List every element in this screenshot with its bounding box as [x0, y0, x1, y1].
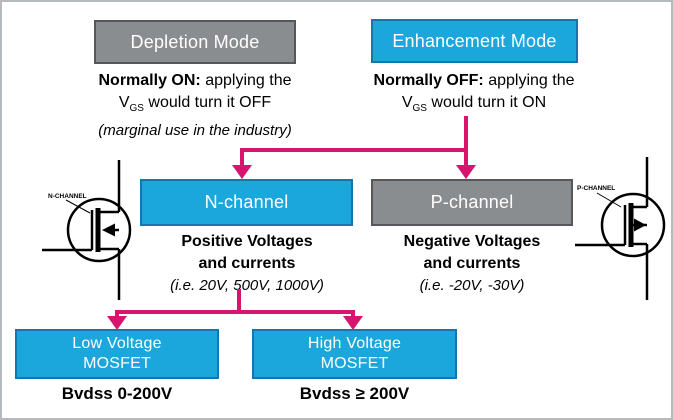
p-channel-box: P-channel [371, 179, 573, 226]
p-channel-line2: and currents [423, 255, 521, 272]
depletion-line2: VGS would turn it OFF [118, 94, 272, 115]
connector1-right-arrowhead-icon [456, 165, 476, 179]
connector2-left-arrowhead-icon [107, 316, 127, 330]
n-channel-description: Positive Voltages and currents (i.e. 20V… [122, 231, 372, 297]
connector1-stem [464, 116, 468, 152]
connector1-left-drop [240, 148, 244, 166]
p-channel-label: P-channel [430, 192, 514, 212]
low-voltage-mosfet-box: Low Voltage MOSFET [15, 329, 219, 379]
depletion-line1: Normally ON: applying the [98, 72, 292, 89]
high-voltage-label-line2: MOSFET [320, 355, 389, 372]
high-voltage-mosfet-box: High Voltage MOSFET [252, 329, 457, 379]
low-voltage-label-line1: Low Voltage [72, 335, 162, 352]
enhancement-line2: VGS would turn it ON [401, 94, 547, 115]
n-channel-symbol-label: N-CHANNEL [48, 193, 87, 200]
p-channel-description: Negative Voltages and currents (i.e. -20… [347, 231, 597, 297]
connector1-right-drop [464, 148, 468, 166]
n-channel-line3: (i.e. 20V, 500V, 1000V) [170, 277, 324, 294]
connector2-right-arrowhead-icon [343, 316, 363, 330]
n-channel-label: N-channel [204, 192, 289, 212]
p-channel-mosfet-symbol-icon: P-CHANNEL [575, 157, 666, 300]
n-channel-line1: Positive Voltages [181, 233, 313, 250]
enhancement-line1: Normally OFF: applying the [373, 72, 575, 89]
connector2-left-drop [115, 310, 119, 318]
connector2-stem [237, 289, 241, 314]
depletion-mode-box: Depletion Mode [94, 20, 296, 64]
p-channel-line1: Negative Voltages [403, 233, 541, 250]
n-channel-box: N-channel [140, 179, 353, 226]
n-channel-line2: and currents [198, 255, 296, 272]
depletion-description: Normally ON: applying the VGS would turn… [60, 70, 330, 142]
low-voltage-caption: Bvdss 0-200V [61, 384, 173, 403]
high-voltage-label-line1: High Voltage [307, 335, 402, 352]
depletion-mode-label: Depletion Mode [130, 31, 260, 52]
enhancement-description: Normally OFF: applying the VGS would tur… [344, 70, 604, 120]
connector1-left-arrowhead-icon [232, 165, 252, 179]
connector1-horizontal [240, 148, 468, 152]
depletion-line3: (marginal use in the industry) [98, 122, 292, 140]
connector2-horizontal [115, 310, 355, 314]
connector2-right-drop [351, 310, 355, 318]
p-channel-symbol-label: P-CHANNEL [577, 185, 615, 192]
enhancement-mode-box: Enhancement Mode [371, 19, 578, 63]
enhancement-mode-label: Enhancement Mode [392, 30, 557, 51]
low-voltage-label-line2: MOSFET [83, 355, 151, 372]
high-voltage-caption: Bvdss ≥ 200V [299, 384, 410, 403]
p-channel-line3: (i.e. -20V, -30V) [419, 277, 525, 294]
n-channel-mosfet-symbol-icon: N-CHANNEL [42, 160, 132, 300]
